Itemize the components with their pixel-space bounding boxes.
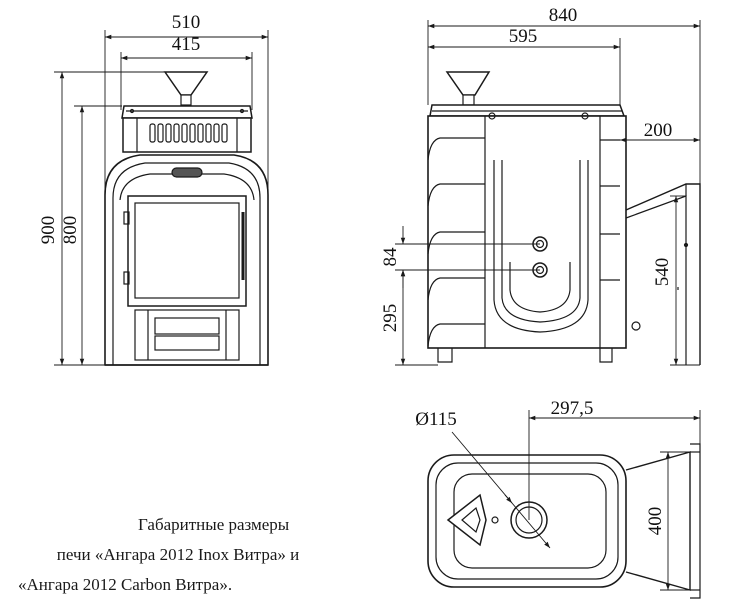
front-height-body-label: 800 [60, 216, 81, 245]
side-top-cap [429, 104, 626, 117]
front-width-total-label: 510 [172, 12, 201, 33]
side-chimney-funnel [445, 71, 491, 106]
side-connection-height-label: 295 [380, 304, 401, 333]
side-depth-body-label: 595 [509, 26, 538, 47]
side-connection-spacing-label: 84 [380, 247, 401, 267]
front-upper-body [122, 117, 252, 153]
caption-line-1: Габаритные размеры [138, 515, 290, 534]
front-top-cap [121, 105, 253, 119]
caption-line-2: печи «Ангара 2012 Inox Витра» и [56, 545, 300, 564]
top-dimensions [451, 410, 701, 591]
front-width-body-label: 415 [172, 34, 201, 55]
side-body [427, 115, 627, 363]
top-chimney-offset-label: 297,5 [551, 398, 594, 419]
front-dimensions [54, 30, 269, 366]
side-tank-outline [488, 112, 589, 333]
front-chimney-funnel [163, 71, 209, 106]
front-view [104, 71, 269, 366]
caption-line-3: «Ангара 2012 Carbon Витра». [18, 575, 233, 594]
side-louvre-fins [427, 137, 620, 347]
front-height-total-label: 900 [38, 216, 59, 245]
side-connection-fittings [532, 236, 548, 278]
side-view [427, 71, 701, 365]
front-ash-box [134, 309, 240, 361]
side-tunnel [625, 183, 701, 365]
side-depth-total-label: 840 [549, 5, 578, 26]
side-tunnel-height-label: 540 [652, 258, 673, 287]
drawing-caption: Габаритные размеры печи «Ангара 2012 Ino… [8, 510, 348, 600]
top-funnel [446, 493, 499, 547]
front-glass-door [123, 195, 247, 307]
top-chimney-diameter-label: Ø115 [415, 409, 457, 430]
side-tunnel-length-label: 200 [644, 120, 673, 141]
side-dimensions [395, 20, 701, 366]
top-tunnel-width-label: 400 [645, 507, 666, 536]
front-vent-slots [149, 123, 228, 143]
top-tunnel [625, 443, 701, 599]
